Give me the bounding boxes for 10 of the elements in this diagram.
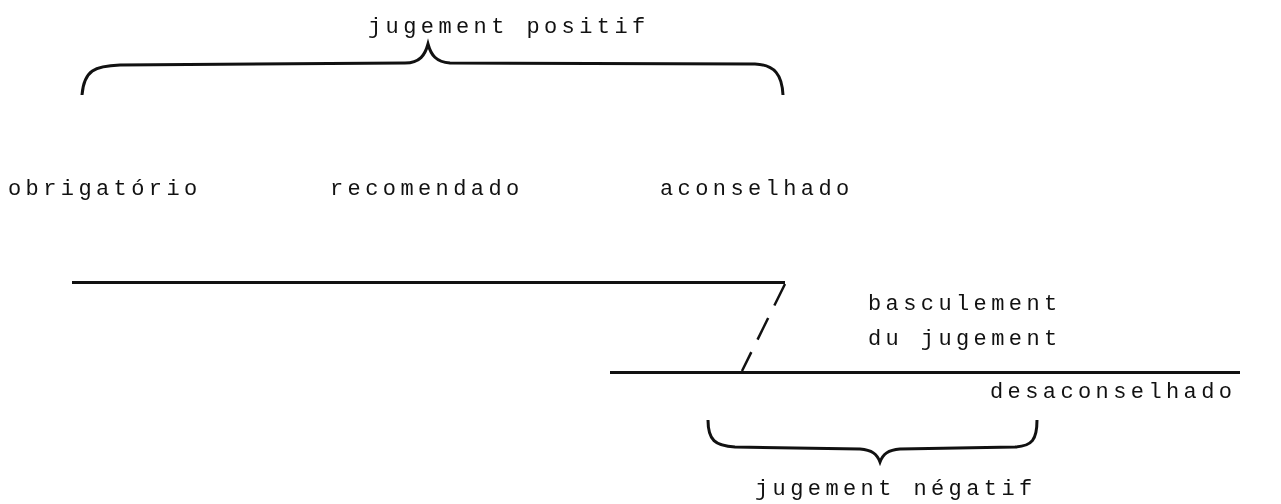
label-text: jugement positif	[368, 15, 650, 41]
label-text: basculement du jugement	[868, 291, 1063, 354]
dashed-line	[740, 283, 787, 372]
label-text: jugement négatif	[755, 477, 1037, 503]
horizontal-line	[610, 371, 1240, 374]
label-text: aconselhado	[660, 177, 854, 203]
label-text: desaconselhado	[990, 380, 1237, 406]
horizontal-line	[72, 281, 785, 284]
label-text: recomendado	[330, 177, 524, 203]
label-text: obrigatório	[8, 177, 202, 203]
